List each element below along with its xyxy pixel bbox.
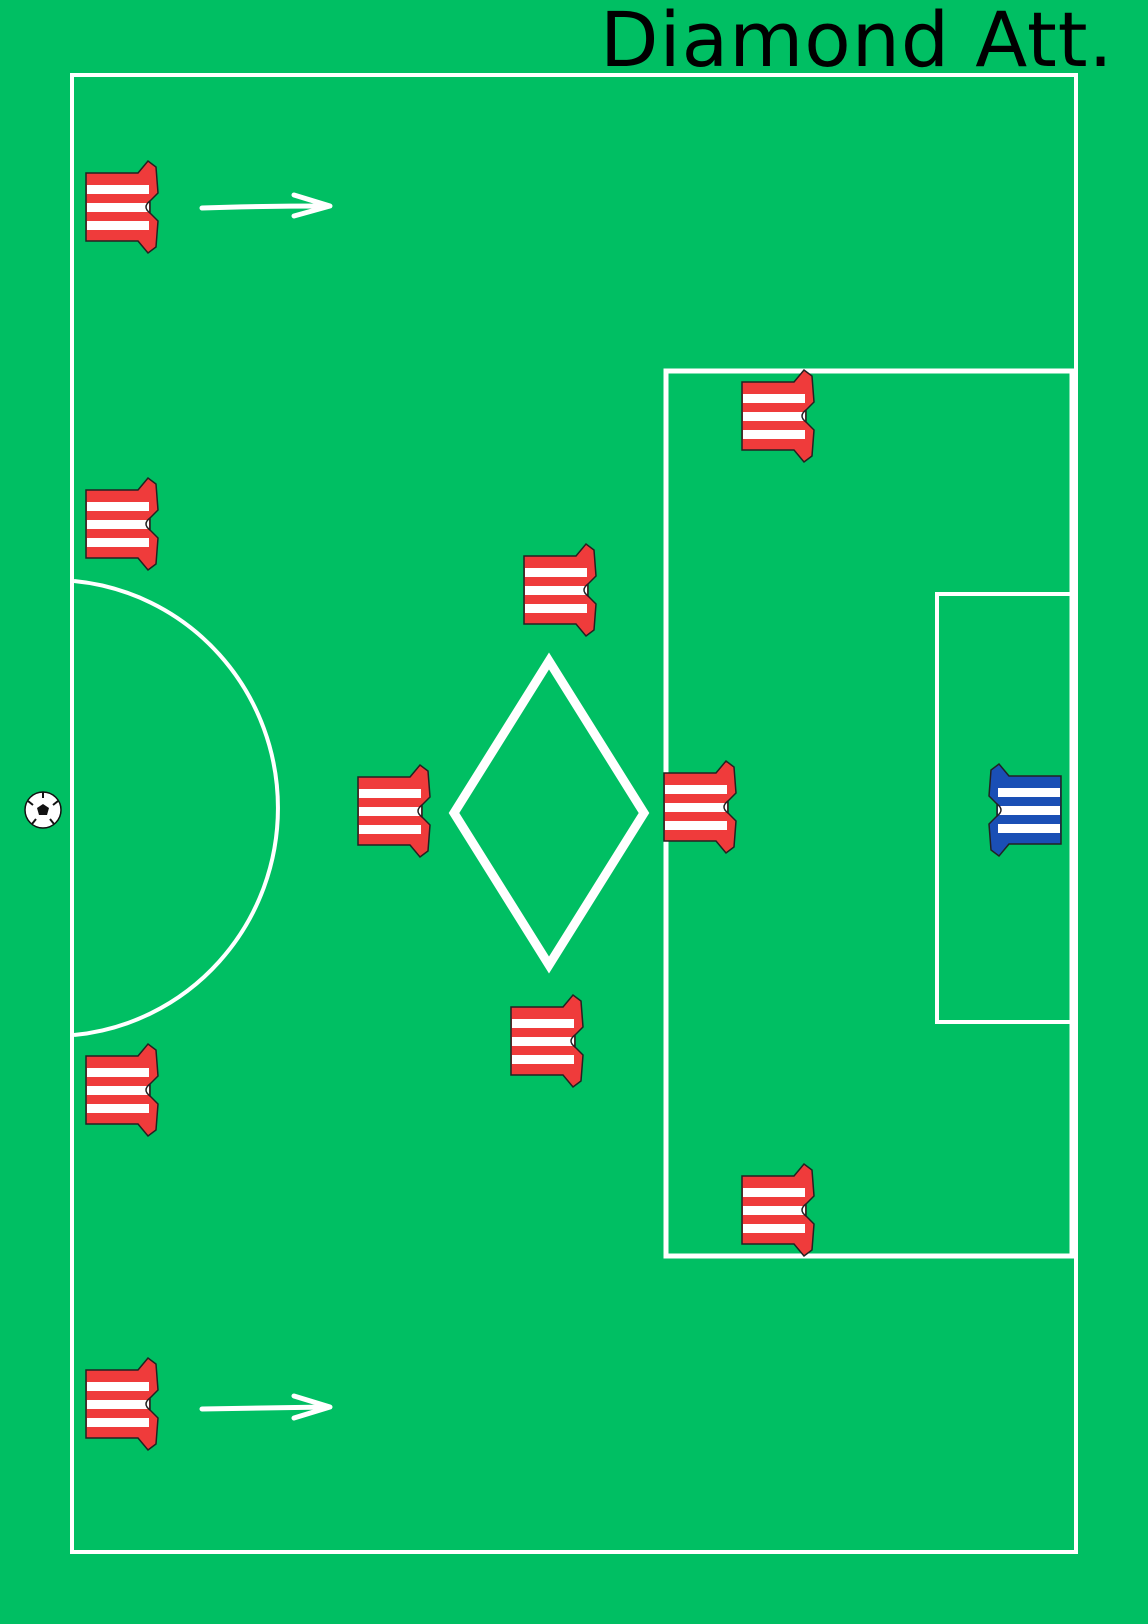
- player-shirt-right-back: [85, 1043, 159, 1137]
- diagram-title: Diamond Att.: [600, 0, 1114, 84]
- player-shirt-right-forward: [741, 1163, 815, 1257]
- player-shirt-right-mid: [510, 994, 584, 1088]
- player-shirt-defensive-mid: [357, 764, 431, 858]
- player-shirt-goalkeeper: [988, 763, 1062, 857]
- player-shirt-left-forward: [741, 369, 815, 463]
- player-shirt-left-mid: [523, 543, 597, 637]
- player-shirt-left-back: [85, 477, 159, 571]
- player-shirt-right-winger: [85, 1357, 159, 1451]
- run-arrow-top: [199, 192, 333, 219]
- run-arrow-bottom: [199, 1393, 333, 1421]
- goal-area: [935, 592, 1074, 1024]
- player-shirt-left-winger: [85, 160, 159, 254]
- center-circle-arc: [73, 579, 280, 1037]
- soccer-ball-icon: [24, 791, 62, 829]
- diamond-shape: [448, 652, 650, 974]
- pitch-boundary: [70, 73, 1078, 1554]
- player-shirt-attacking-mid: [663, 760, 737, 854]
